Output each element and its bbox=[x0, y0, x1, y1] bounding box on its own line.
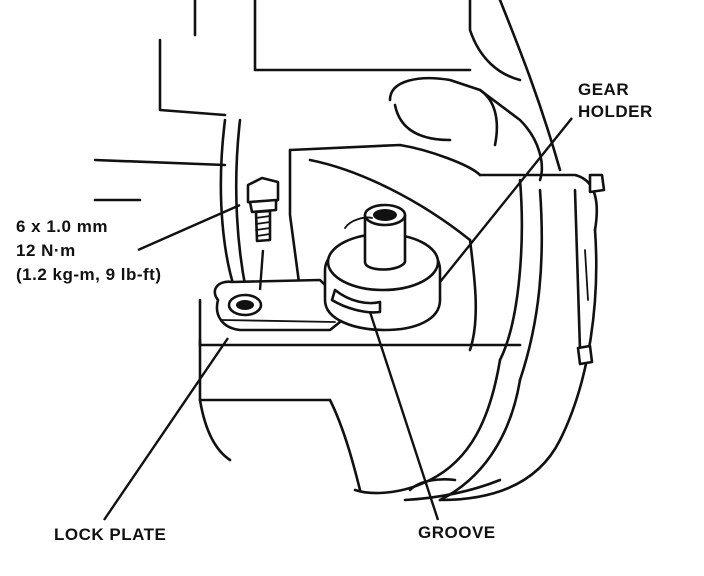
gear-holder-label-line2: HOLDER bbox=[578, 102, 653, 121]
lock-plate-label: LOCK PLATE bbox=[54, 525, 167, 544]
lock-plate bbox=[213, 278, 347, 332]
bolt-spec-torque: 12 N·m bbox=[16, 241, 76, 260]
leader-lines bbox=[103, 117, 573, 521]
transmission-housing bbox=[198, 76, 599, 502]
flange-bolts bbox=[576, 173, 606, 366]
groove-label: GROOVE bbox=[418, 523, 496, 542]
gear-holder-label-line1: GEAR bbox=[578, 80, 630, 99]
bolt-spec-size: 6 x 1.0 mm bbox=[16, 217, 108, 236]
gear-holder bbox=[323, 203, 442, 332]
engine-block-outline bbox=[93, 0, 562, 292]
bolt bbox=[246, 176, 280, 291]
bolt-spec-torque-alt: (1.2 kg-m, 9 lb-ft) bbox=[16, 265, 162, 284]
